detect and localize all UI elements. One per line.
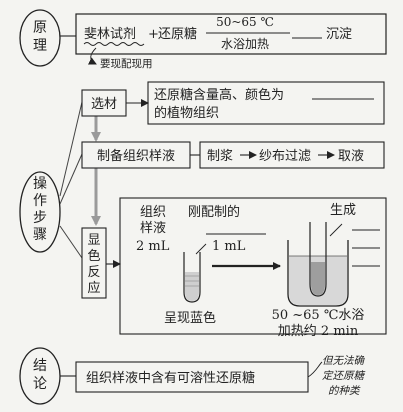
procedure-label: 操作步骤 [33,176,47,243]
principle-box [75,13,387,55]
principle-reagent-b: 还原糖 [158,26,197,42]
color-label-box [81,227,107,299]
bath-label-2: 加热约 2 min [278,324,359,339]
material-text-1: 还原糖含量高、颜色为 [154,87,284,103]
principle-result: 沉淀 [326,27,352,42]
conclusion-note-1: 但无法确 [322,355,365,367]
conclusion-label: 结论 [33,358,47,392]
note-pointer [87,47,97,65]
prep-step-1: 制浆 [207,149,233,164]
fresh-volume: 1 mL [212,239,246,254]
principle-condition-top: 50~65 ℃ [216,15,274,29]
color-reaction-box [119,197,387,335]
generate-label: 生成 [330,203,356,218]
principle-reagent-a: 斐林试剂 [84,27,136,42]
color-label: 显色反应 [87,233,100,296]
procedure-oval [19,171,61,253]
material-box [147,81,385,125]
principle-condition-bottom: 水浴加热 [221,37,269,51]
principle-note: 要现配现用 [100,58,153,70]
tissue-volume: 2 mL [136,239,170,254]
test-tube-small [183,252,201,303]
fresh-pointer [195,243,207,255]
prep-box [199,141,385,169]
material-label: 选材 [91,97,117,112]
prep-label: 制备组织样液 [97,148,175,164]
prep-step-3: 取液 [338,149,364,164]
principle-oval [19,9,61,67]
principle-label: 原理 [33,20,47,54]
fan-line-color [59,225,83,259]
blue-label: 呈现蓝色 [164,310,216,326]
prep-step-2: 纱布过滤 [259,149,311,164]
fresh-label: 刚配制的 [188,204,240,220]
conclusion-note-2: 定还原糖 [322,370,365,382]
fan-line-material [59,101,83,197]
material-text-2: 的植物组织 [154,105,219,121]
principle-plus: + [148,27,159,42]
bath-pointer [329,223,343,237]
tissue-label-2: 样液 [140,221,166,236]
reagent-wavy-underline [83,42,145,46]
fan-line-prep [59,153,83,205]
tissue-label-1: 组织 [140,205,166,220]
test-tube-in-bath [309,222,327,297]
conclusion-pointer [307,361,323,378]
conclusion-text: 组织样液中含有可溶性还原糖 [86,370,255,386]
conclusion-note-3: 的种类 [328,385,361,397]
bath-label-1: 50 ~65 ℃水浴 [272,308,365,323]
